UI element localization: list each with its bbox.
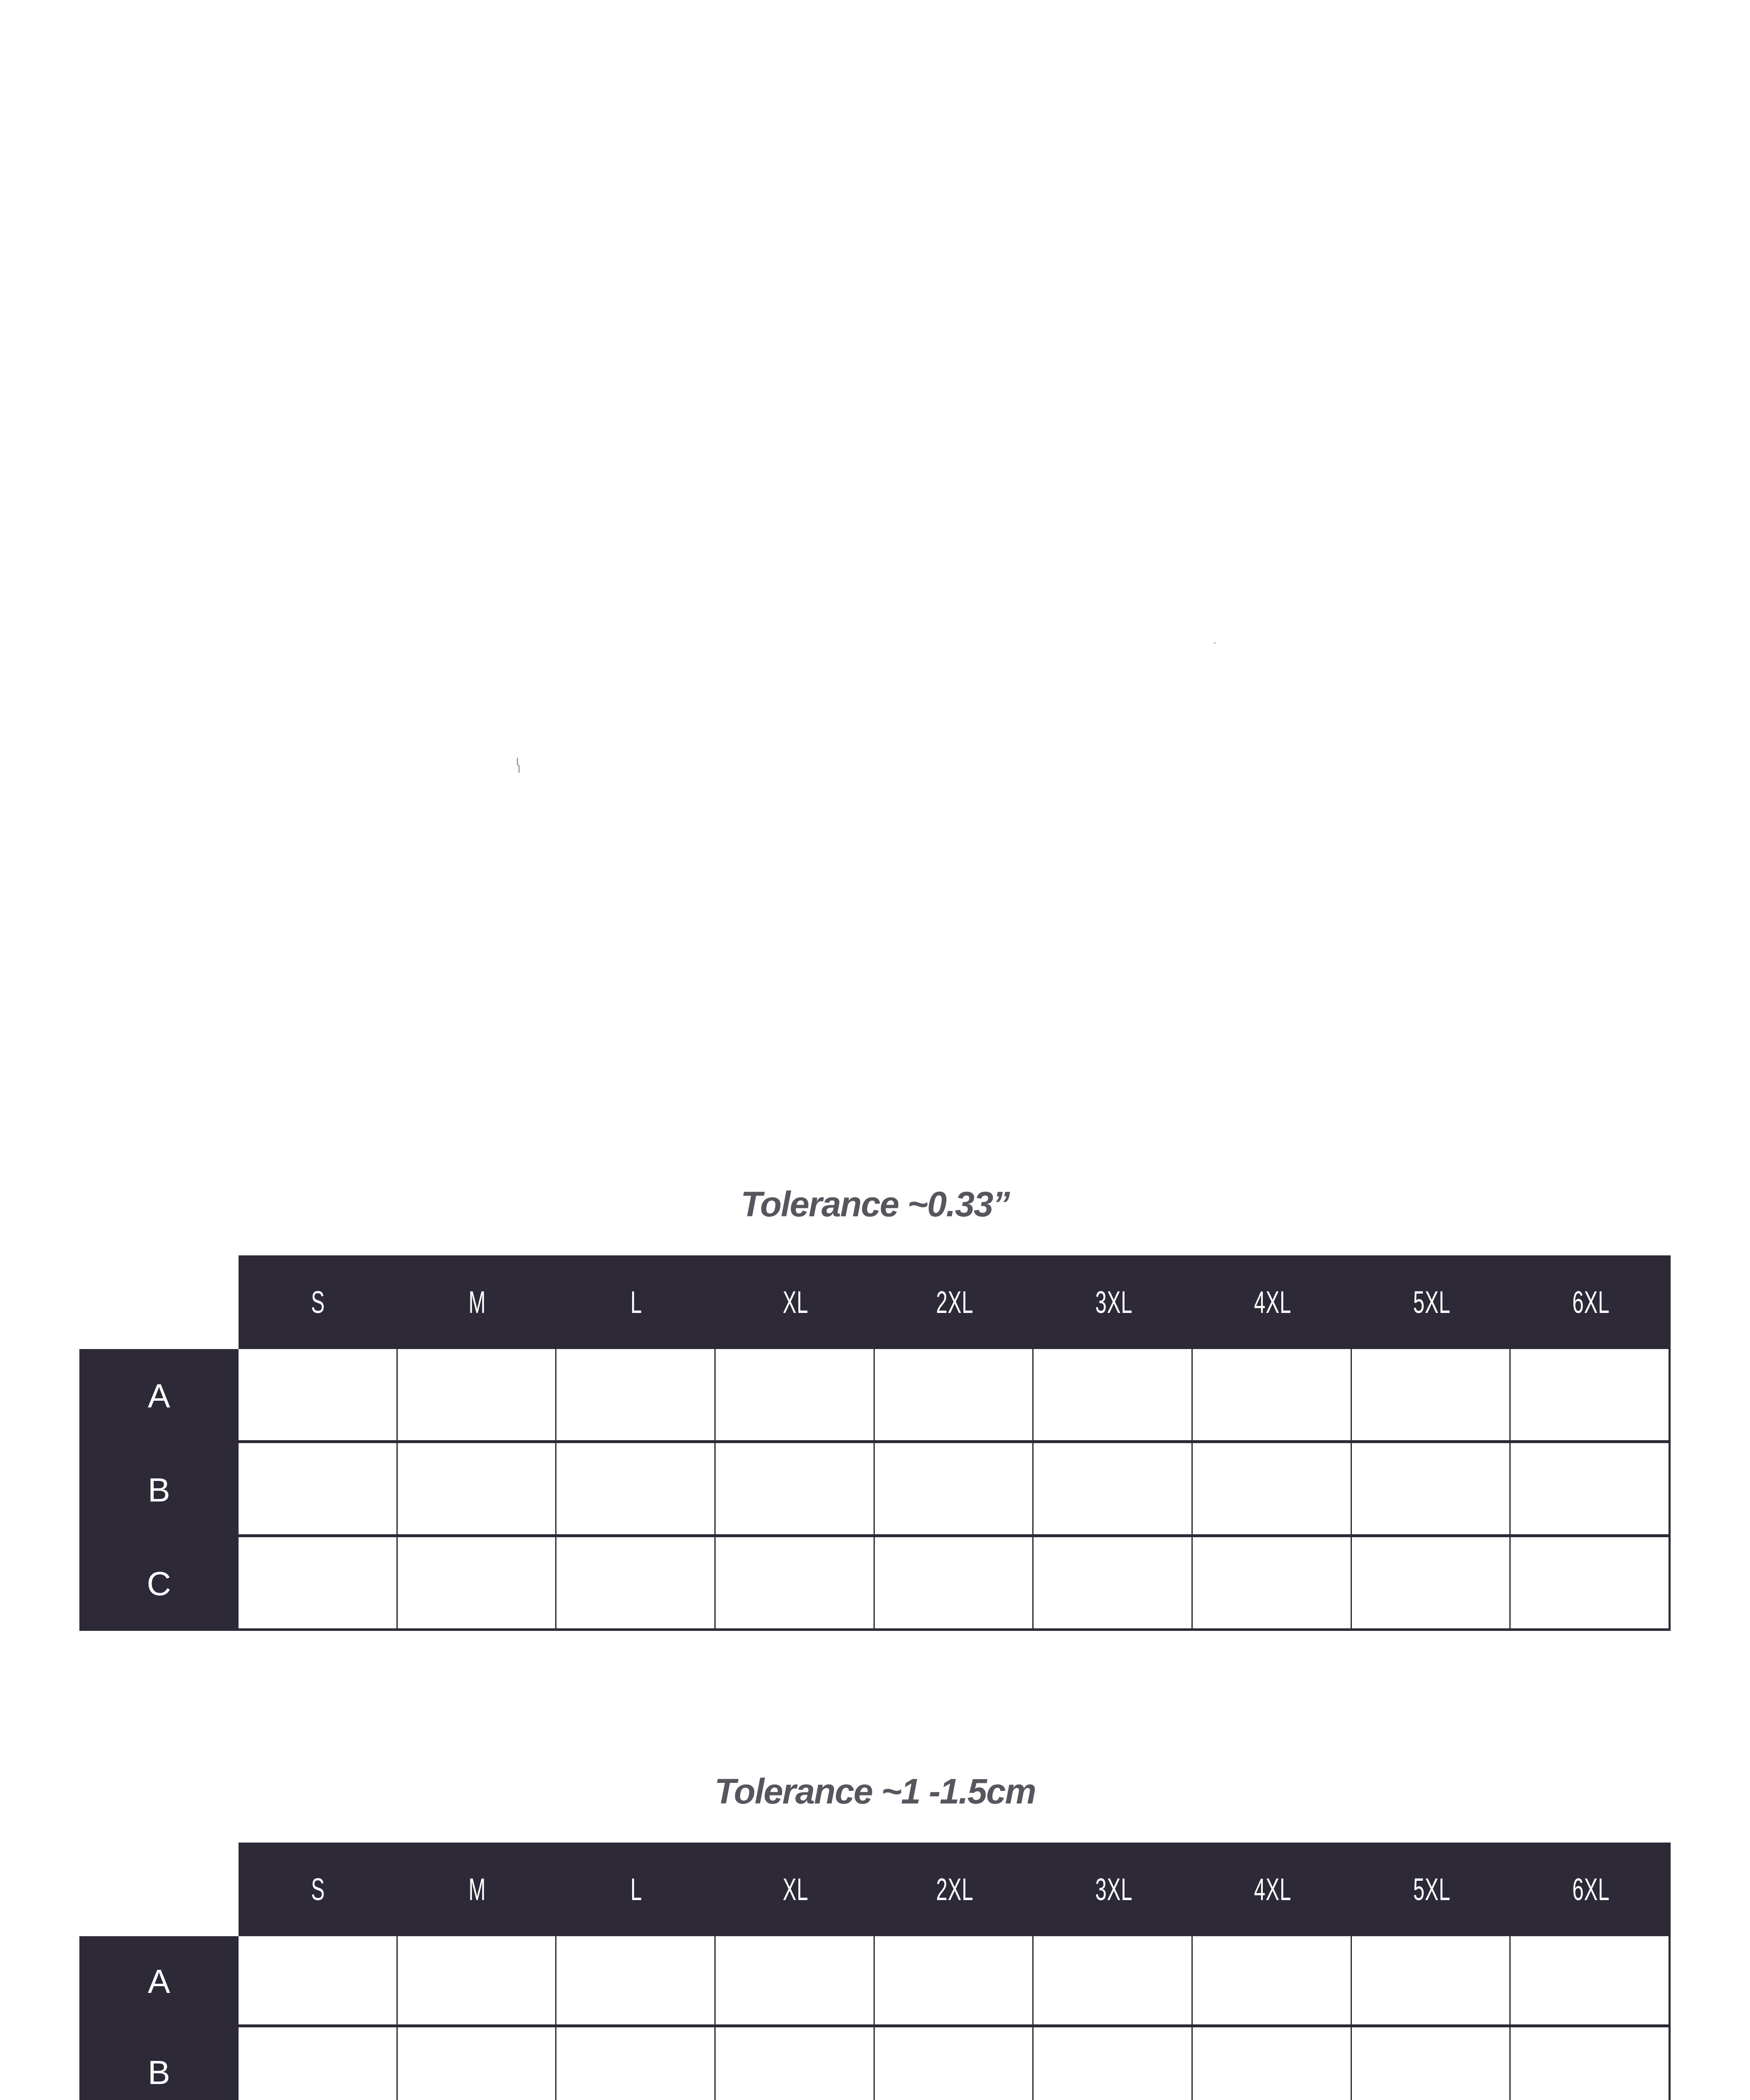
stray-speck-mark	[1214, 642, 1216, 644]
size-column-header-label: S	[311, 1285, 325, 1320]
empty-measurement-cell	[874, 1537, 1033, 1628]
empty-measurement-cell	[1511, 1936, 1669, 2024]
table2-row-label-column: A B C	[79, 1936, 239, 2100]
empty-measurement-cell	[1351, 1537, 1510, 1628]
empty-measurement-cell	[715, 1537, 874, 1628]
empty-measurement-cell	[556, 1537, 714, 1628]
size-column-header: 5XL	[1352, 1255, 1511, 1349]
row-label: C	[147, 1565, 171, 1603]
size-column-header: S	[239, 1843, 398, 1936]
size-column-header: 4XL	[1193, 1843, 1352, 1936]
empty-measurement-cell	[556, 1443, 714, 1534]
empty-measurement-cell	[239, 1936, 396, 2024]
size-column-header-label: 2XL	[936, 1872, 973, 1907]
empty-measurement-cell	[1511, 1443, 1669, 1534]
empty-measurement-cell	[1511, 2027, 1669, 2100]
size-column-header-label: XL	[782, 1285, 808, 1320]
size-column-header-label: S	[311, 1872, 325, 1907]
size-column-header: XL	[716, 1255, 875, 1349]
size-column-header: XL	[716, 1843, 875, 1936]
size-column-header-label: L	[630, 1285, 643, 1320]
size-column-header-label: 2XL	[936, 1285, 973, 1320]
empty-measurement-cell	[239, 2027, 396, 2100]
empty-measurement-cell	[1034, 1349, 1191, 1440]
empty-measurement-cell	[397, 2027, 556, 2100]
empty-measurement-cell	[556, 1936, 714, 2024]
size-column-header-label: L	[630, 1872, 643, 1907]
stray-squiggle-mark	[513, 757, 523, 776]
size-column-header-label: 5XL	[1413, 1872, 1451, 1907]
size-column-header-label: 6XL	[1572, 1872, 1610, 1907]
empty-measurement-cell	[397, 1936, 556, 2024]
empty-measurement-cell	[1034, 1537, 1191, 1628]
empty-measurement-cell	[239, 1349, 396, 1440]
empty-measurement-cell	[1192, 2027, 1351, 2100]
empty-measurement-cell	[556, 1349, 714, 1440]
size-column-header: 3XL	[1034, 1255, 1193, 1349]
table2-measurement-grid	[239, 1936, 1671, 2100]
empty-measurement-cell	[1351, 1443, 1510, 1534]
empty-measurement-cell	[1351, 2027, 1510, 2100]
empty-measurement-cell	[715, 1349, 874, 1440]
empty-measurement-cell	[1034, 1936, 1191, 2024]
size-column-header-label: 4XL	[1254, 1285, 1292, 1320]
table2-size-header-row: S M L XL 2XL 3XL 4XL 5XL 6XL	[239, 1843, 1671, 1936]
empty-measurement-cell	[1192, 1537, 1351, 1628]
empty-measurement-cell	[715, 1443, 874, 1534]
empty-measurement-cell	[397, 1349, 556, 1440]
table1-size-header-row: S M L XL 2XL 3XL 4XL 5XL 6XL	[239, 1255, 1671, 1349]
size-column-header-label: M	[468, 1872, 486, 1907]
table1-measurement-grid	[239, 1349, 1671, 1631]
empty-measurement-cell	[397, 1537, 556, 1628]
size-column-header: 2XL	[875, 1843, 1034, 1936]
empty-measurement-cell	[1351, 1349, 1510, 1440]
empty-measurement-cell	[1511, 1349, 1669, 1440]
size-column-header: 2XL	[875, 1255, 1034, 1349]
table2-title: Tolerance ~1 -1.5cm	[714, 1772, 1036, 1811]
empty-measurement-cell	[556, 2027, 714, 2100]
table1-title: Tolerance ~0.33”	[740, 1184, 1010, 1224]
empty-measurement-cell	[397, 1443, 556, 1534]
row-label: B	[147, 1471, 171, 1509]
size-column-header: 6XL	[1511, 1843, 1671, 1936]
size-column-header: 6XL	[1511, 1255, 1671, 1349]
empty-measurement-cell	[1192, 1936, 1351, 2024]
empty-measurement-cell	[239, 1537, 396, 1628]
empty-measurement-cell	[1511, 1537, 1669, 1628]
empty-measurement-cell	[1192, 1443, 1351, 1534]
table1-row-label-column: A B C	[79, 1349, 239, 1631]
size-column-header-label: 5XL	[1413, 1285, 1451, 1320]
size-column-header: 5XL	[1352, 1843, 1511, 1936]
row-label: A	[147, 1377, 171, 1415]
size-column-header-label: M	[468, 1285, 486, 1320]
empty-measurement-cell	[874, 1349, 1033, 1440]
empty-measurement-cell	[1034, 2027, 1191, 2100]
row-label: B	[147, 2054, 171, 2091]
empty-measurement-cell	[1034, 1443, 1191, 1534]
empty-measurement-cell	[715, 2027, 874, 2100]
row-label: A	[147, 1963, 171, 2000]
size-column-header: L	[557, 1255, 716, 1349]
size-column-header-label: 3XL	[1095, 1872, 1133, 1907]
size-column-header: M	[398, 1255, 557, 1349]
size-column-header: M	[398, 1843, 557, 1936]
empty-measurement-cell	[1351, 1936, 1510, 2024]
size-column-header: 4XL	[1193, 1255, 1352, 1349]
size-column-header: 3XL	[1034, 1843, 1193, 1936]
empty-measurement-cell	[239, 1443, 396, 1534]
size-column-header-label: 6XL	[1572, 1285, 1610, 1320]
size-column-header-label: XL	[782, 1872, 808, 1907]
size-column-header: L	[557, 1843, 716, 1936]
empty-measurement-cell	[1192, 1349, 1351, 1440]
size-column-header-label: 4XL	[1254, 1872, 1292, 1907]
size-column-header-label: 3XL	[1095, 1285, 1133, 1320]
empty-measurement-cell	[874, 2027, 1033, 2100]
size-column-header: S	[239, 1255, 398, 1349]
empty-measurement-cell	[715, 1936, 874, 2024]
empty-measurement-cell	[874, 1936, 1033, 2024]
empty-measurement-cell	[874, 1443, 1033, 1534]
